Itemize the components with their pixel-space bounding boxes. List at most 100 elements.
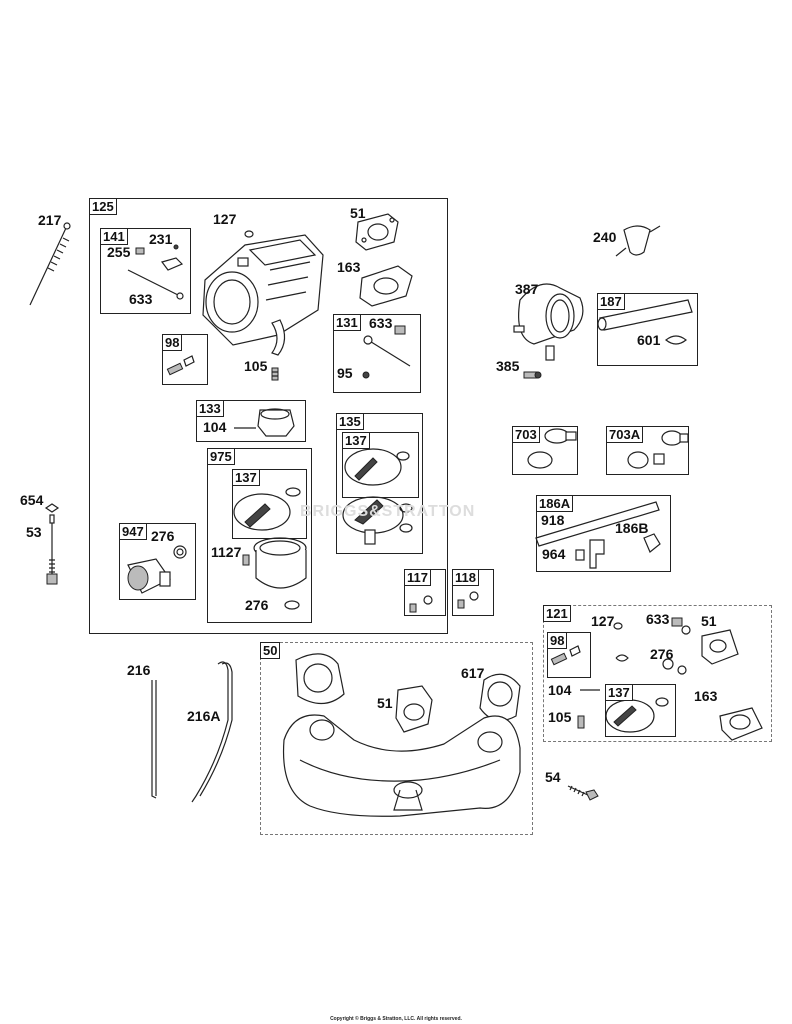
part-label-276a: 276: [151, 528, 175, 544]
base-plate-137b-drawing: [233, 487, 301, 531]
float-drawing: [234, 408, 295, 437]
part-label-216: 216: [127, 662, 151, 678]
part-label-231: 231: [149, 231, 173, 247]
group-box-137a: [342, 432, 419, 498]
group-box-135: [336, 413, 423, 554]
group-box-187: [597, 293, 698, 366]
group-box-98a: [162, 334, 208, 385]
tag-50: 50: [260, 642, 281, 659]
governor-rod-216A-drawing: [191, 661, 233, 803]
gasket-163-drawing: [359, 265, 413, 307]
choke-parts-drawing: [127, 244, 184, 300]
part-label-964: 964: [542, 546, 566, 562]
part-label-601: 601: [637, 332, 661, 348]
clamp-703A-drawing: [627, 430, 689, 469]
part-label-255: 255: [107, 244, 131, 260]
group-box-186A: [536, 495, 671, 572]
tag-135: 135: [336, 413, 364, 430]
part-label-918: 918: [541, 512, 565, 528]
part-label-51a: 51: [350, 205, 366, 221]
watermark: BRIGGS&STRATTON: [300, 503, 476, 520]
tag-118: 118: [452, 569, 479, 586]
fuel-pump-drawing: [513, 283, 584, 361]
part-label-276c: 276: [650, 646, 674, 662]
group-box-947: [119, 523, 196, 600]
tag-98a: 98: [162, 334, 183, 351]
tag-98b: 98: [547, 632, 568, 649]
copyright-notice: Copyright © Briggs & Stratton, LLC. All …: [330, 1016, 462, 1022]
part-label-240: 240: [593, 229, 617, 245]
throttle-shaft-drawing: [362, 325, 411, 379]
part-label-53: 53: [26, 524, 42, 540]
part-label-51b: 51: [701, 613, 717, 629]
tag-137a: 137: [342, 432, 370, 449]
part-label-617: 617: [461, 665, 485, 681]
base-plate-137a-drawing: [344, 448, 410, 486]
group-box-131: [333, 314, 421, 393]
part-label-95: 95: [337, 365, 353, 381]
tag-117: 117: [404, 569, 431, 586]
stud-53-drawing: [44, 503, 60, 585]
fuel-filter-drawing: [615, 225, 661, 257]
part-label-633c: 633: [646, 611, 670, 627]
group-box-141: [100, 228, 191, 314]
group-box-125: [89, 198, 448, 634]
group-box-975: [207, 448, 312, 623]
tag-975: 975: [207, 448, 235, 465]
part-label-387: 387: [515, 281, 539, 297]
tag-133: 133: [196, 400, 224, 417]
part-label-1127: 1127: [211, 544, 242, 560]
part-label-127b: 127: [591, 613, 615, 629]
part-label-385: 385: [496, 358, 520, 374]
part-label-276b: 276: [245, 597, 269, 613]
clamp-703-drawing: [527, 428, 577, 469]
carb-kit-121-drawing: [550, 617, 763, 741]
group-box-121: [543, 605, 772, 742]
fuel-tube-186A-drawing: [535, 501, 661, 569]
tag-137c: 137: [605, 684, 633, 701]
part-label-186B: 186B: [615, 520, 649, 536]
group-box-98b: [547, 632, 591, 678]
tag-947: 947: [119, 523, 147, 540]
tag-141: 141: [100, 228, 128, 245]
solenoid-drawing: [127, 545, 187, 594]
float-bowl-1127-drawing: [242, 537, 307, 610]
tag-187: 187: [597, 293, 625, 310]
part-label-163a: 163: [337, 259, 361, 275]
group-box-133: [196, 400, 306, 442]
group-box-50: [260, 642, 533, 835]
tag-703A: 703A: [606, 426, 644, 443]
tag-137b: 137: [232, 469, 260, 486]
part-label-127a: 127: [213, 211, 237, 227]
group-box-703A: [606, 426, 689, 475]
part-label-163b: 163: [694, 688, 718, 704]
bolt-54-drawing: [567, 785, 599, 801]
tag-131: 131: [333, 314, 361, 331]
part-label-633b: 633: [369, 315, 393, 331]
part-label-54: 54: [545, 769, 561, 785]
tag-703: 703: [512, 426, 540, 443]
tag-125: 125: [89, 198, 117, 215]
gasket-51-drawing: [355, 213, 399, 251]
tag-121: 121: [543, 605, 571, 622]
group-box-137c: [605, 684, 676, 737]
part-label-51c: 51: [377, 695, 393, 711]
group-box-137b: [232, 469, 307, 539]
intake-manifold-drawing: [282, 653, 521, 817]
part-label-217: 217: [38, 212, 62, 228]
part-label-654: 654: [20, 492, 44, 508]
part-label-104a: 104: [203, 419, 227, 435]
part-label-105b: 105: [548, 709, 572, 725]
base-plate-135-drawing: [342, 496, 413, 545]
part-label-104b: 104: [548, 682, 572, 698]
carburetor-drawing: [202, 234, 324, 356]
fuel-hose-drawing: [597, 299, 693, 345]
rod-217-drawing: [29, 222, 71, 306]
group-box-703: [512, 426, 578, 475]
governor-rod-216-drawing: [151, 680, 157, 799]
part-label-216A: 216A: [187, 708, 221, 724]
part-label-633a: 633: [129, 291, 153, 307]
part-label-105a: 105: [244, 358, 268, 374]
